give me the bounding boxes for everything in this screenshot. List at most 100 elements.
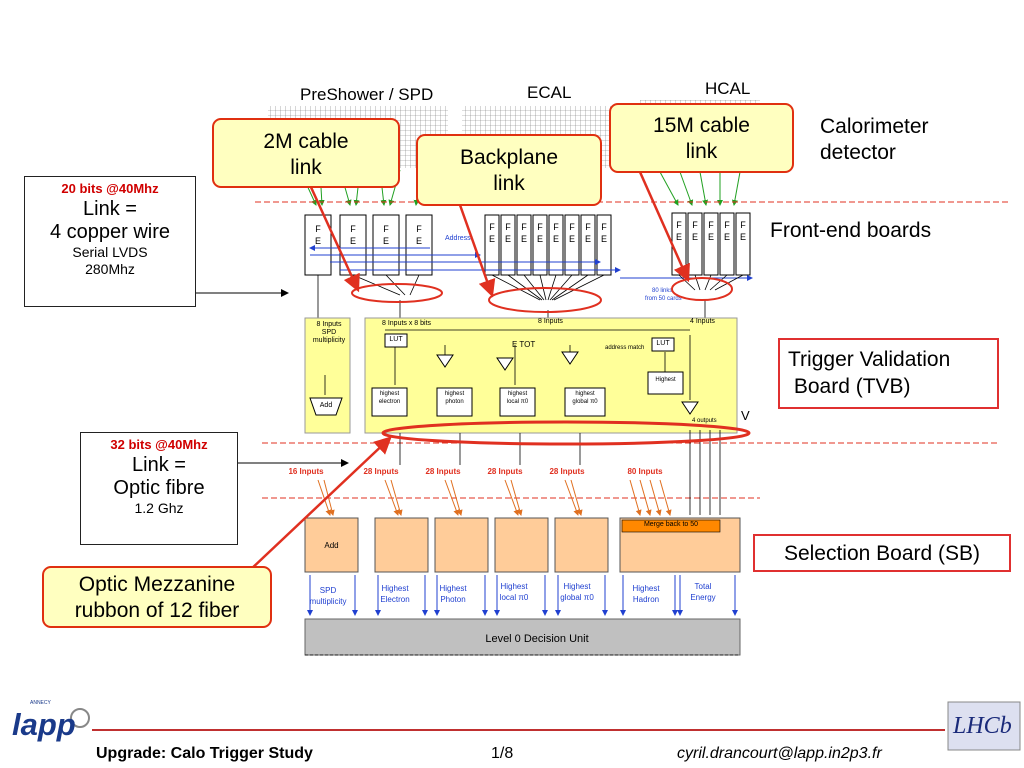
info-copper-link: 20 bits @40Mhz Link = 4 copper wire Seri…: [24, 176, 196, 307]
svg-text:F: F: [489, 222, 495, 232]
info-copper-line4: 280Mhz: [85, 261, 135, 277]
sb-board-add: [304, 517, 359, 573]
tvb-mux-3: [561, 351, 579, 365]
svg-text:F: F: [416, 224, 422, 234]
sb-input-electron: 28 Inputs: [363, 467, 399, 476]
tvb-input-8-label: 8 Inputs: [538, 318, 563, 325]
detector-label-preshower: PreShower / SPD: [300, 85, 433, 104]
footer-title: Upgrade: Calo Trigger Study: [96, 745, 313, 762]
sb-merge-label: Merge back to 50: [643, 521, 699, 528]
sb-board-electron: [374, 517, 429, 573]
sb-to-l0du-arrows: [307, 575, 738, 616]
fe-board: FE: [735, 212, 751, 276]
sb-add-label: Add: [324, 541, 339, 550]
svg-text:F: F: [585, 222, 591, 232]
l0du-label: Level 0 Decision Unit: [485, 633, 588, 645]
info-copper-header: 20 bits @40Mhz: [61, 181, 159, 196]
svg-text:E: E: [489, 234, 495, 244]
tvb-mux-4: [681, 401, 699, 415]
detector-label-hcal: HCAL: [705, 79, 750, 98]
sb-board-photon: [434, 517, 489, 573]
info-copper-line2: 4 copper wire: [49, 221, 171, 243]
svg-text:F: F: [350, 224, 356, 234]
callout-2m-cable: 2M cable link: [212, 118, 400, 188]
svg-text:E: E: [350, 236, 356, 246]
info-optic-line3: 1.2 Ghz: [134, 500, 184, 516]
fe-board: FE: [671, 212, 687, 276]
sb-input-photon: 28 Inputs: [425, 467, 461, 476]
detector-label-ecal: ECAL: [527, 83, 571, 102]
sb-input-spd: 16 Inputs: [288, 467, 324, 476]
svg-text:E: E: [676, 232, 682, 242]
tvb-block-global: [564, 387, 606, 417]
tvb-input-ecal-label: 8 Inputs x 8 bits: [382, 320, 432, 327]
sb-label-box: Selection Board (SB): [753, 534, 1011, 572]
svg-text:F: F: [676, 220, 682, 230]
svg-text:E: E: [315, 236, 321, 246]
address-label: Address: [445, 235, 471, 242]
tvb-photon-label: highest photon: [444, 391, 465, 405]
sb-input-hadron: 80 Inputs: [627, 467, 663, 476]
tvb-lut-1: [384, 333, 408, 348]
sb-output-photon: Highest Photon: [439, 584, 467, 604]
svg-text:E: E: [537, 234, 543, 244]
svg-text:E: E: [585, 234, 591, 244]
frontend-label: Front-end boards: [770, 219, 932, 242]
ellipse-backplane-links: [488, 287, 602, 313]
tvb-electron-label: highest electron: [378, 391, 401, 405]
sb-input-global: 28 Inputs: [549, 467, 585, 476]
svg-text:E: E: [569, 234, 575, 244]
tvb-internal-lines: [324, 329, 691, 400]
info-copper-line3: Serial LVDS: [72, 244, 148, 260]
tvb-label-box: Trigger Validation Board (TVB): [778, 338, 999, 409]
ellipse-2m-links: [351, 283, 443, 303]
svg-text:F: F: [505, 222, 511, 232]
callout-optic-mezzanine: Optic Mezzanine rubbon of 12 fiber: [42, 566, 272, 628]
tvb-block-electron: [371, 387, 408, 417]
sb-board-local: [494, 517, 549, 573]
info-copper-line1: Link =: [83, 198, 137, 220]
tvb-mux-2: [496, 357, 514, 371]
sb-merge-box: [621, 519, 721, 533]
svg-text:E: E: [692, 232, 698, 242]
fe-board: FE: [500, 214, 516, 276]
hcal-links-label-2: from 50 cards: [645, 296, 682, 302]
footer-email: cyril.drancourt@lapp.in2p3.fr: [677, 745, 882, 762]
tvb-lut-2: [651, 337, 675, 352]
tvb-highest-label: Highest: [655, 377, 676, 383]
info-optic-link: 32 bits @40Mhz Link = Optic fibre 1.2 Gh…: [80, 432, 238, 545]
lapp-logo-ring: [70, 708, 90, 728]
tvb-input-4-label: 4 Inputs: [690, 318, 715, 325]
callout-15m-cable: 15M cable link: [609, 103, 794, 173]
tvb-etot-label: E TOT: [512, 340, 536, 349]
fe-board: FE: [687, 212, 703, 276]
info-optic-header: 32 bits @40Mhz: [110, 437, 208, 452]
footer-page: 1/8: [491, 745, 514, 762]
svg-text:E: E: [383, 236, 389, 246]
fe-boards: FE FE FE FE FE FE FE FE FE FE FE FE FE F…: [304, 212, 751, 276]
svg-text:F: F: [383, 224, 389, 234]
svg-text:E: E: [505, 234, 511, 244]
svg-text:E: E: [521, 234, 527, 244]
tvb-block-local: [499, 387, 536, 417]
tvb-lut-2-label: LUT: [656, 340, 670, 347]
svg-text:E: E: [416, 236, 422, 246]
calorimeter-label: Calorimeter detector: [820, 115, 929, 164]
svg-text:E: E: [708, 232, 714, 242]
info-optic-line2: Optic fibre: [113, 477, 205, 499]
svg-text:F: F: [692, 220, 698, 230]
svg-text:F: F: [724, 220, 730, 230]
svg-text:E: E: [601, 234, 607, 244]
tvb-mux-1: [436, 354, 454, 368]
fe-board: FE: [516, 214, 532, 276]
tvb-block-photon: [436, 387, 473, 417]
ellipse-optic-links: [381, 420, 751, 446]
fe-board: FE: [548, 214, 564, 276]
l0du-box: [304, 618, 741, 656]
fe-board: FE: [580, 214, 596, 276]
svg-text:F: F: [553, 222, 559, 232]
sb-output-energy: Total Energy: [690, 582, 716, 602]
tvb-add-trap: [309, 397, 343, 416]
tvb-v-label: V: [741, 408, 750, 423]
svg-text:F: F: [521, 222, 527, 232]
